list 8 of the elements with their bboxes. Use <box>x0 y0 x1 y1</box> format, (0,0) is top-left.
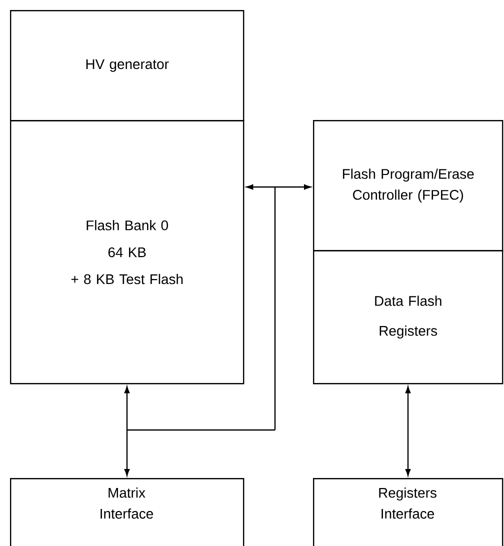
block-box: Matrix Interface <box>10 478 244 546</box>
block-box: HV generator <box>10 10 244 122</box>
arrow <box>124 184 311 476</box>
arrow <box>405 386 411 476</box>
block-box: Flash Bank 0 64 KB + 8 KB Test Flash <box>10 120 244 384</box>
block-box: Registers Interface <box>313 478 504 546</box>
block-box: Data Flash Registers <box>313 250 504 384</box>
block-box: Flash Program/Erase Controller (FPEC) <box>313 120 504 252</box>
